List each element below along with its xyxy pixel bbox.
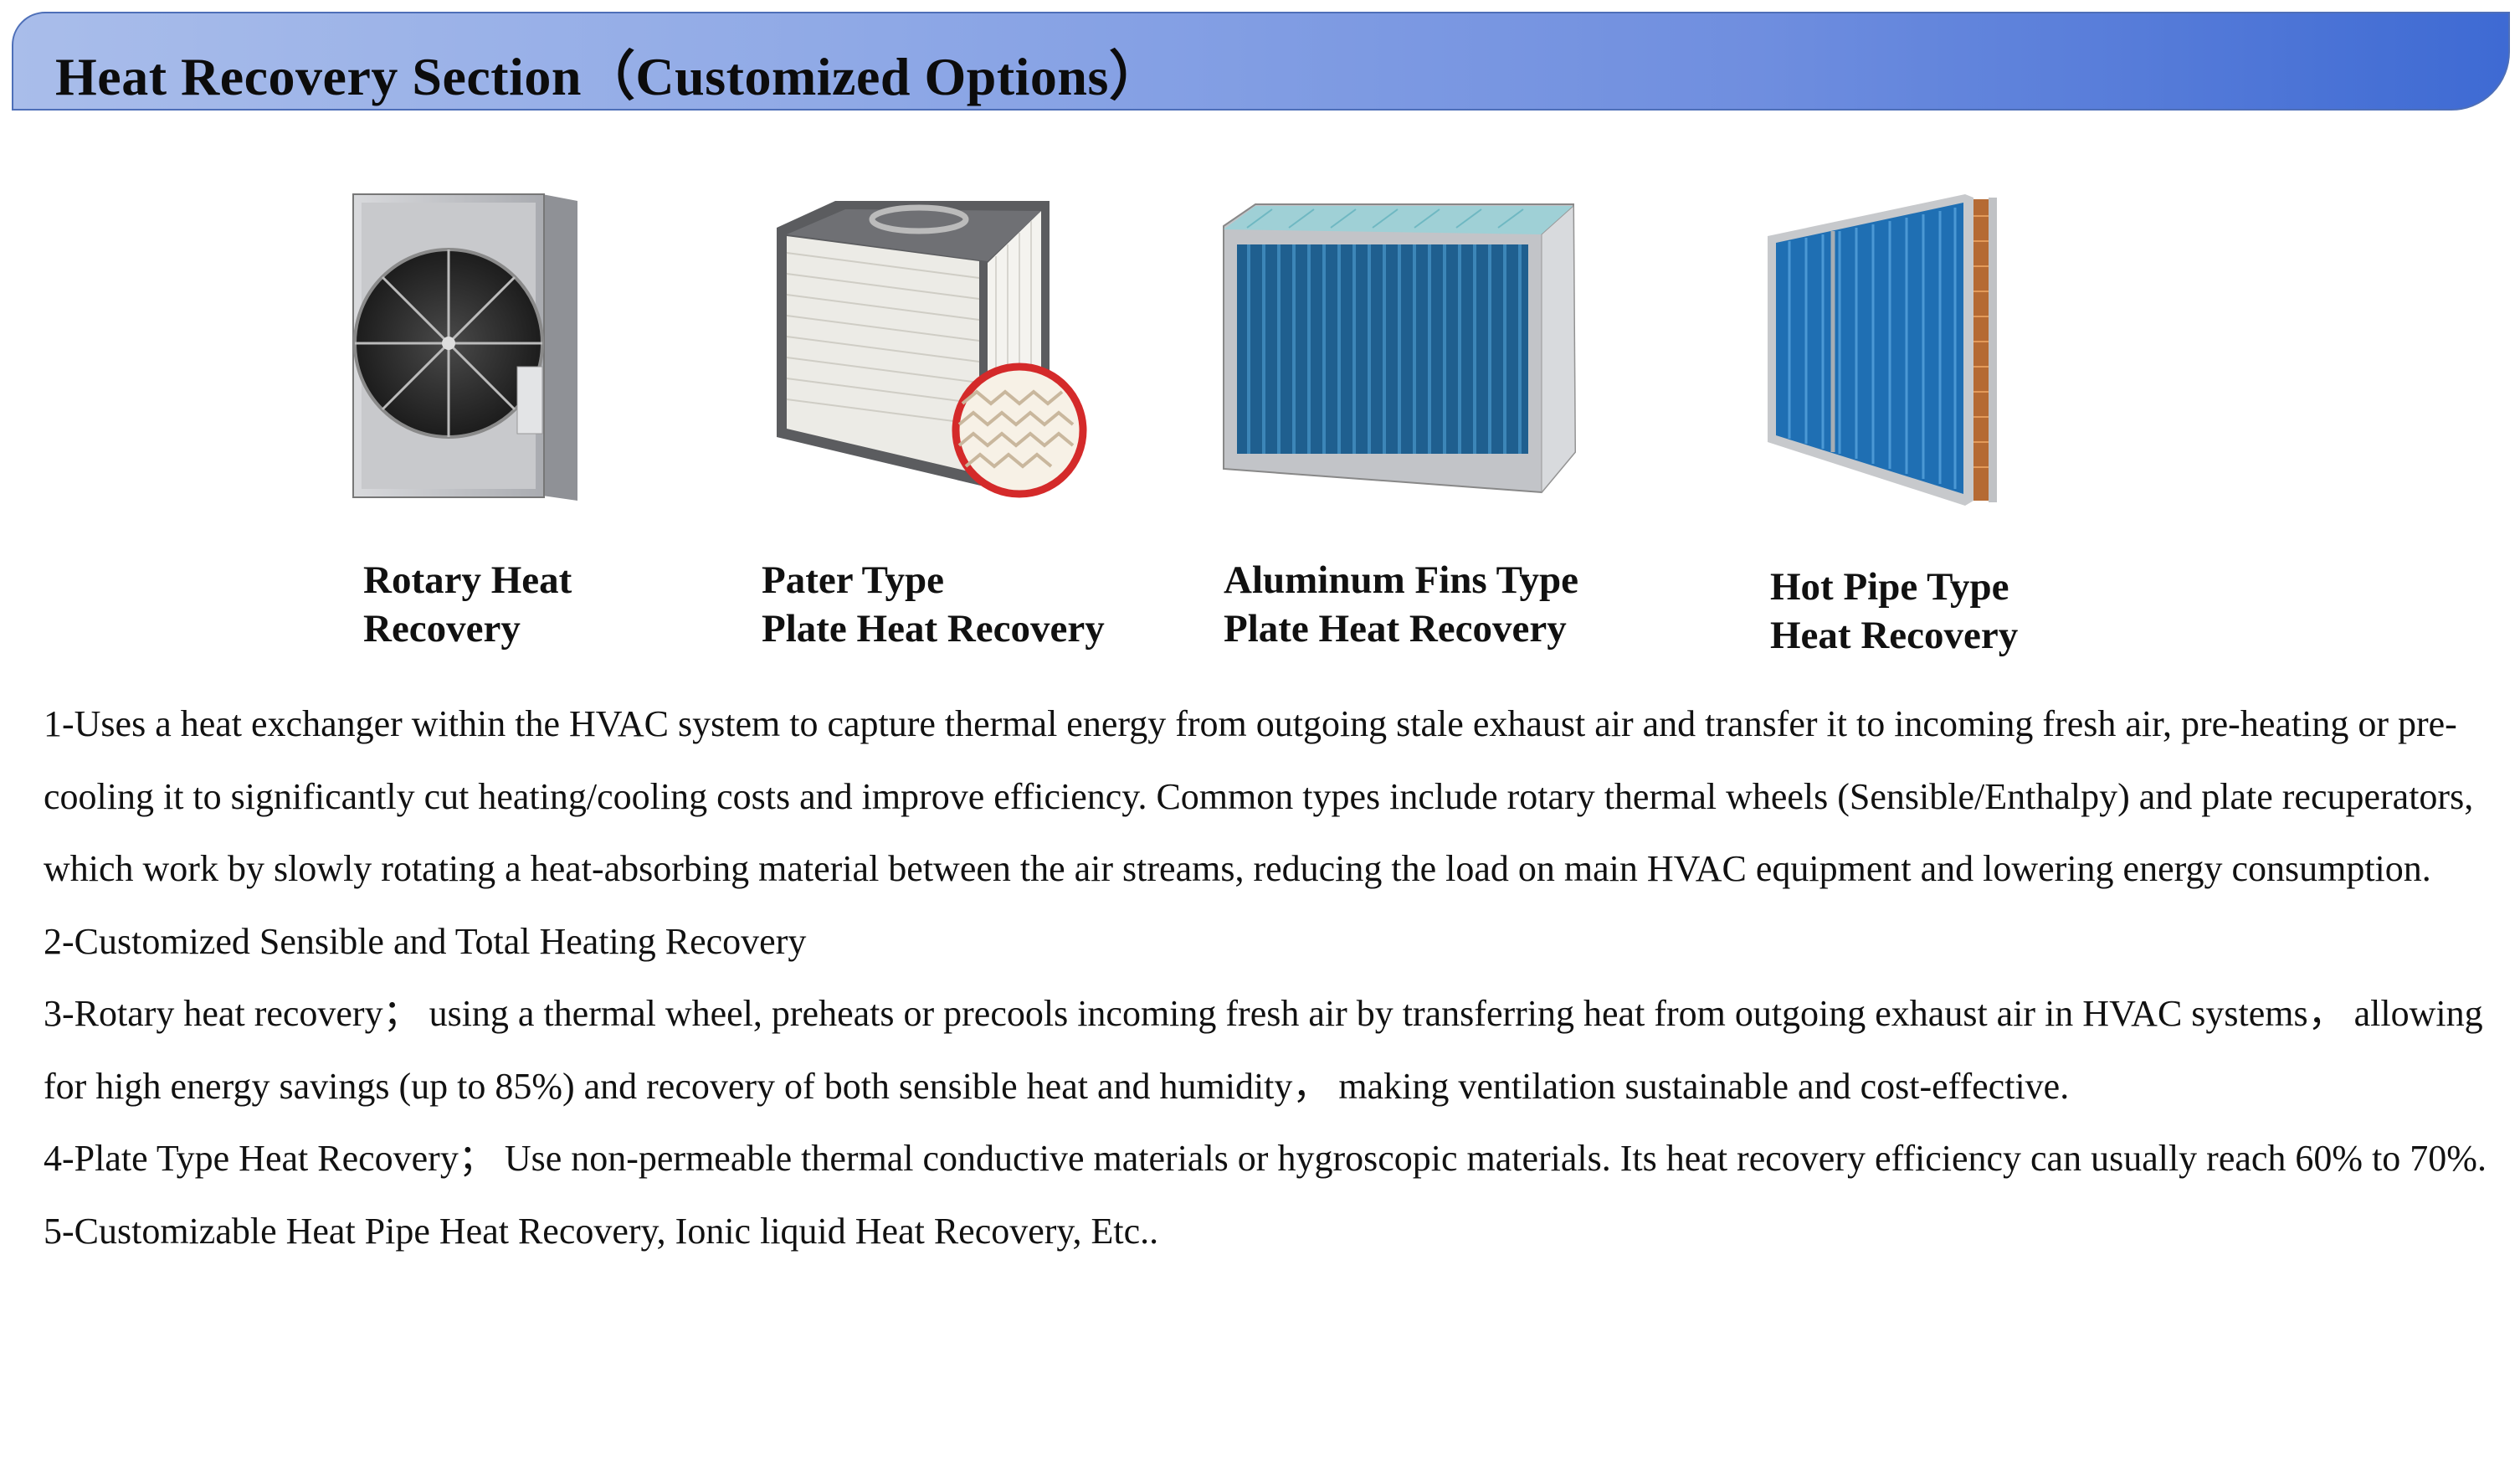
section-header-banner: Heat Recovery Section（Customized Options… [12, 12, 2510, 111]
product-rotary-image [350, 189, 584, 507]
product-caption-heat-pipe: Hot Pipe Type Heat Recovery [1770, 563, 2018, 660]
heat-pipe-coil-icon [1768, 194, 1997, 506]
product-paper-plate-image [768, 194, 1095, 504]
aluminum-fins-core-icon [1223, 203, 1577, 494]
description-paragraph-5: 5-Customizable Heat Pipe Heat Recovery, … [44, 1210, 1159, 1252]
description-paragraph-3: 3-Rotary heat recovery； using a thermal … [44, 993, 2483, 1107]
description-paragraph-2: 2-Customized Sensible and Total Heating … [44, 920, 807, 962]
caption-line: Pater Type [762, 558, 944, 602]
caption-line: Plate Heat Recovery [762, 607, 1105, 651]
description-paragraph-1: 1-Uses a heat exchanger within the HVAC … [44, 703, 2474, 889]
caption-line: Plate Heat Recovery [1224, 607, 1567, 651]
description-paragraph-4: 4-Plate Type Heat Recovery； Use non-perm… [44, 1138, 2487, 1179]
section-title: Heat Recovery Section（Customized Options… [55, 47, 1163, 106]
caption-line: Heat Recovery [1770, 614, 2019, 657]
product-aluminum-fins-image [1222, 201, 1590, 496]
rotary-wheel-icon [352, 193, 577, 501]
product-caption-aluminum-fins: Aluminum Fins Type Plate Heat Recovery [1224, 556, 1578, 653]
caption-line: Recovery [363, 607, 521, 651]
caption-line: Rotary Heat [363, 558, 572, 602]
product-caption-paper-plate: Pater Type Plate Heat Recovery [762, 556, 1105, 653]
product-heat-pipe-image [1764, 191, 2024, 509]
product-caption-rotary: Rotary Heat Recovery [363, 556, 572, 653]
description-body: 1-Uses a heat exchanger within the HVAC … [44, 688, 2496, 1268]
caption-line: Hot Pipe Type [1770, 565, 2009, 609]
paper-plate-core-icon [777, 201, 1087, 498]
caption-line: Aluminum Fins Type [1224, 558, 1578, 602]
